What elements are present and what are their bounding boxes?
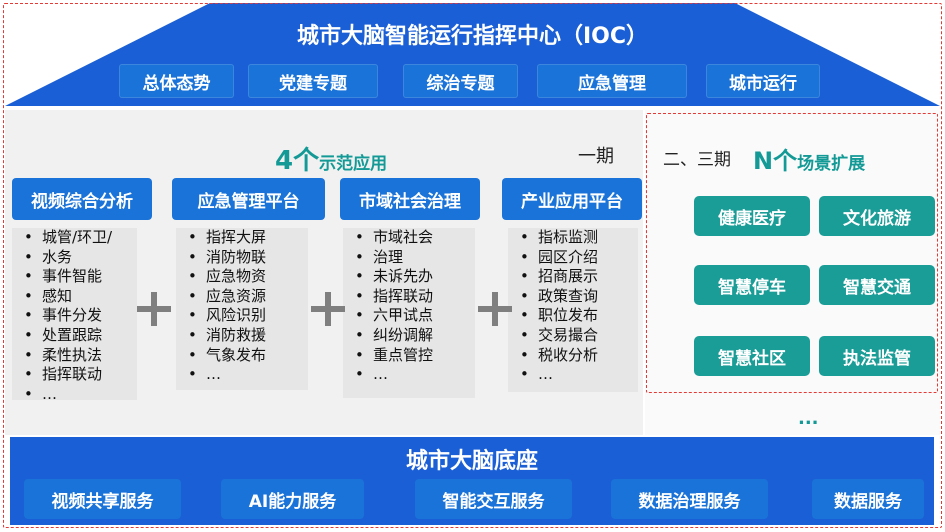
scene-smart-parking[interactable]: 智慧停车 — [694, 265, 810, 305]
plus-icon — [137, 292, 171, 326]
outer-dashed-frame — [3, 3, 942, 528]
scene-smart-traffic[interactable]: 智慧交通 — [819, 265, 935, 305]
scene-health-medical[interactable]: 健康医疗 — [694, 196, 810, 236]
list-item: 治理 — [355, 248, 475, 268]
list-item: 柔性执法 — [24, 346, 137, 366]
list-item: 交易撮合 — [520, 326, 638, 346]
list-item: 处置跟踪 — [24, 326, 137, 346]
list-item: 事件智能 — [24, 267, 137, 287]
list-item: 应急资源 — [188, 287, 308, 307]
list-item: … — [24, 385, 137, 405]
list-item: 应急物资 — [188, 267, 308, 287]
list-item: 政策查询 — [520, 287, 638, 307]
plus-icon — [478, 292, 512, 326]
list-item: 风险识别 — [188, 306, 308, 326]
list-item: … — [355, 365, 475, 385]
list-item: 园区介绍 — [520, 248, 638, 268]
service-data-governance[interactable]: 数据治理服务 — [611, 479, 768, 519]
topic-city-operation[interactable]: 城市运行 — [706, 64, 820, 98]
demo-count: 4个 — [275, 146, 320, 176]
list-item: 重点管控 — [355, 346, 475, 366]
list-item: 未诉先办 — [355, 267, 475, 287]
base-title: 城市大脑底座 — [405, 449, 538, 474]
list-item: 水务 — [24, 248, 137, 268]
expansion-dashed-frame — [646, 113, 938, 393]
col-header-video-analysis[interactable]: 视频综合分析 — [12, 178, 152, 220]
list-item: 纠纷调解 — [355, 326, 475, 346]
list-item: 事件分发 — [24, 306, 137, 326]
list-item: 气象发布 — [188, 346, 308, 366]
list-item: 指挥联动 — [24, 365, 137, 385]
ioc-title: 城市大脑智能运行指挥中心（IOC） — [296, 24, 649, 49]
list-item: 职位发布 — [520, 306, 638, 326]
service-smart-interaction[interactable]: 智能交互服务 — [415, 479, 572, 519]
list-item: 消防物联 — [188, 248, 308, 268]
list-item: 城管/环卫/ — [24, 228, 137, 248]
service-video-sharing[interactable]: 视频共享服务 — [24, 479, 181, 519]
list-item: 市域社会 — [355, 228, 475, 248]
col-list-industry-platform: 指标监测 园区介绍 招商展示 政策查询 职位发布 交易撮合 税收分析 … — [508, 228, 638, 392]
service-data[interactable]: 数据服务 — [812, 479, 924, 519]
phase-one-label: 一期 — [578, 146, 614, 167]
topic-comprehensive-governance[interactable]: 综治专题 — [403, 64, 518, 98]
list-item: 感知 — [24, 287, 137, 307]
col-list-social-governance: 市域社会 治理 未诉先办 指挥联动 六甲试点 纠纷调解 重点管控 … — [343, 228, 475, 398]
list-item: 指挥联动 — [355, 287, 475, 307]
topic-emergency-management[interactable]: 应急管理 — [537, 64, 687, 98]
scene-law-enforcement[interactable]: 执法监管 — [819, 336, 935, 376]
col-header-social-governance[interactable]: 市域社会治理 — [340, 178, 480, 220]
scene-count: N个 — [753, 147, 798, 175]
col-header-industry-platform[interactable]: 产业应用平台 — [502, 178, 642, 220]
topic-party-building[interactable]: 党建专题 — [248, 64, 378, 98]
list-item: … — [188, 365, 308, 385]
col-list-emergency-platform: 指挥大屏 消防物联 应急物资 应急资源 风险识别 消防救援 气象发布 … — [176, 228, 308, 390]
col-list-video-analysis: 城管/环卫/ 水务 事件智能 感知 事件分发 处置跟踪 柔性执法 指挥联动 … — [12, 228, 137, 404]
more-scenes-ellipsis: ... — [798, 408, 819, 429]
topic-overall-situation[interactable]: 总体态势 — [119, 64, 234, 98]
col-header-emergency-platform[interactable]: 应急管理平台 — [172, 178, 325, 220]
scene-label: 场景扩展 — [797, 154, 866, 174]
service-ai-capability[interactable]: AI能力服务 — [221, 479, 364, 519]
list-item: … — [520, 365, 638, 385]
scene-culture-tourism[interactable]: 文化旅游 — [819, 196, 935, 236]
scene-expansion-title: N个场景扩展 — [753, 141, 865, 176]
list-item: 指挥大屏 — [188, 228, 308, 248]
list-item: 招商展示 — [520, 267, 638, 287]
list-item: 税收分析 — [520, 346, 638, 366]
scene-smart-community[interactable]: 智慧社区 — [694, 336, 810, 376]
list-item: 指标监测 — [520, 228, 638, 248]
list-item: 六甲试点 — [355, 306, 475, 326]
demo-label: 示范应用 — [319, 154, 388, 174]
list-item: 消防救援 — [188, 326, 308, 346]
phase-two-three-label: 二、三期 — [663, 150, 731, 170]
demo-apps-title: 4个示范应用 — [275, 140, 387, 177]
plus-icon — [311, 292, 345, 326]
